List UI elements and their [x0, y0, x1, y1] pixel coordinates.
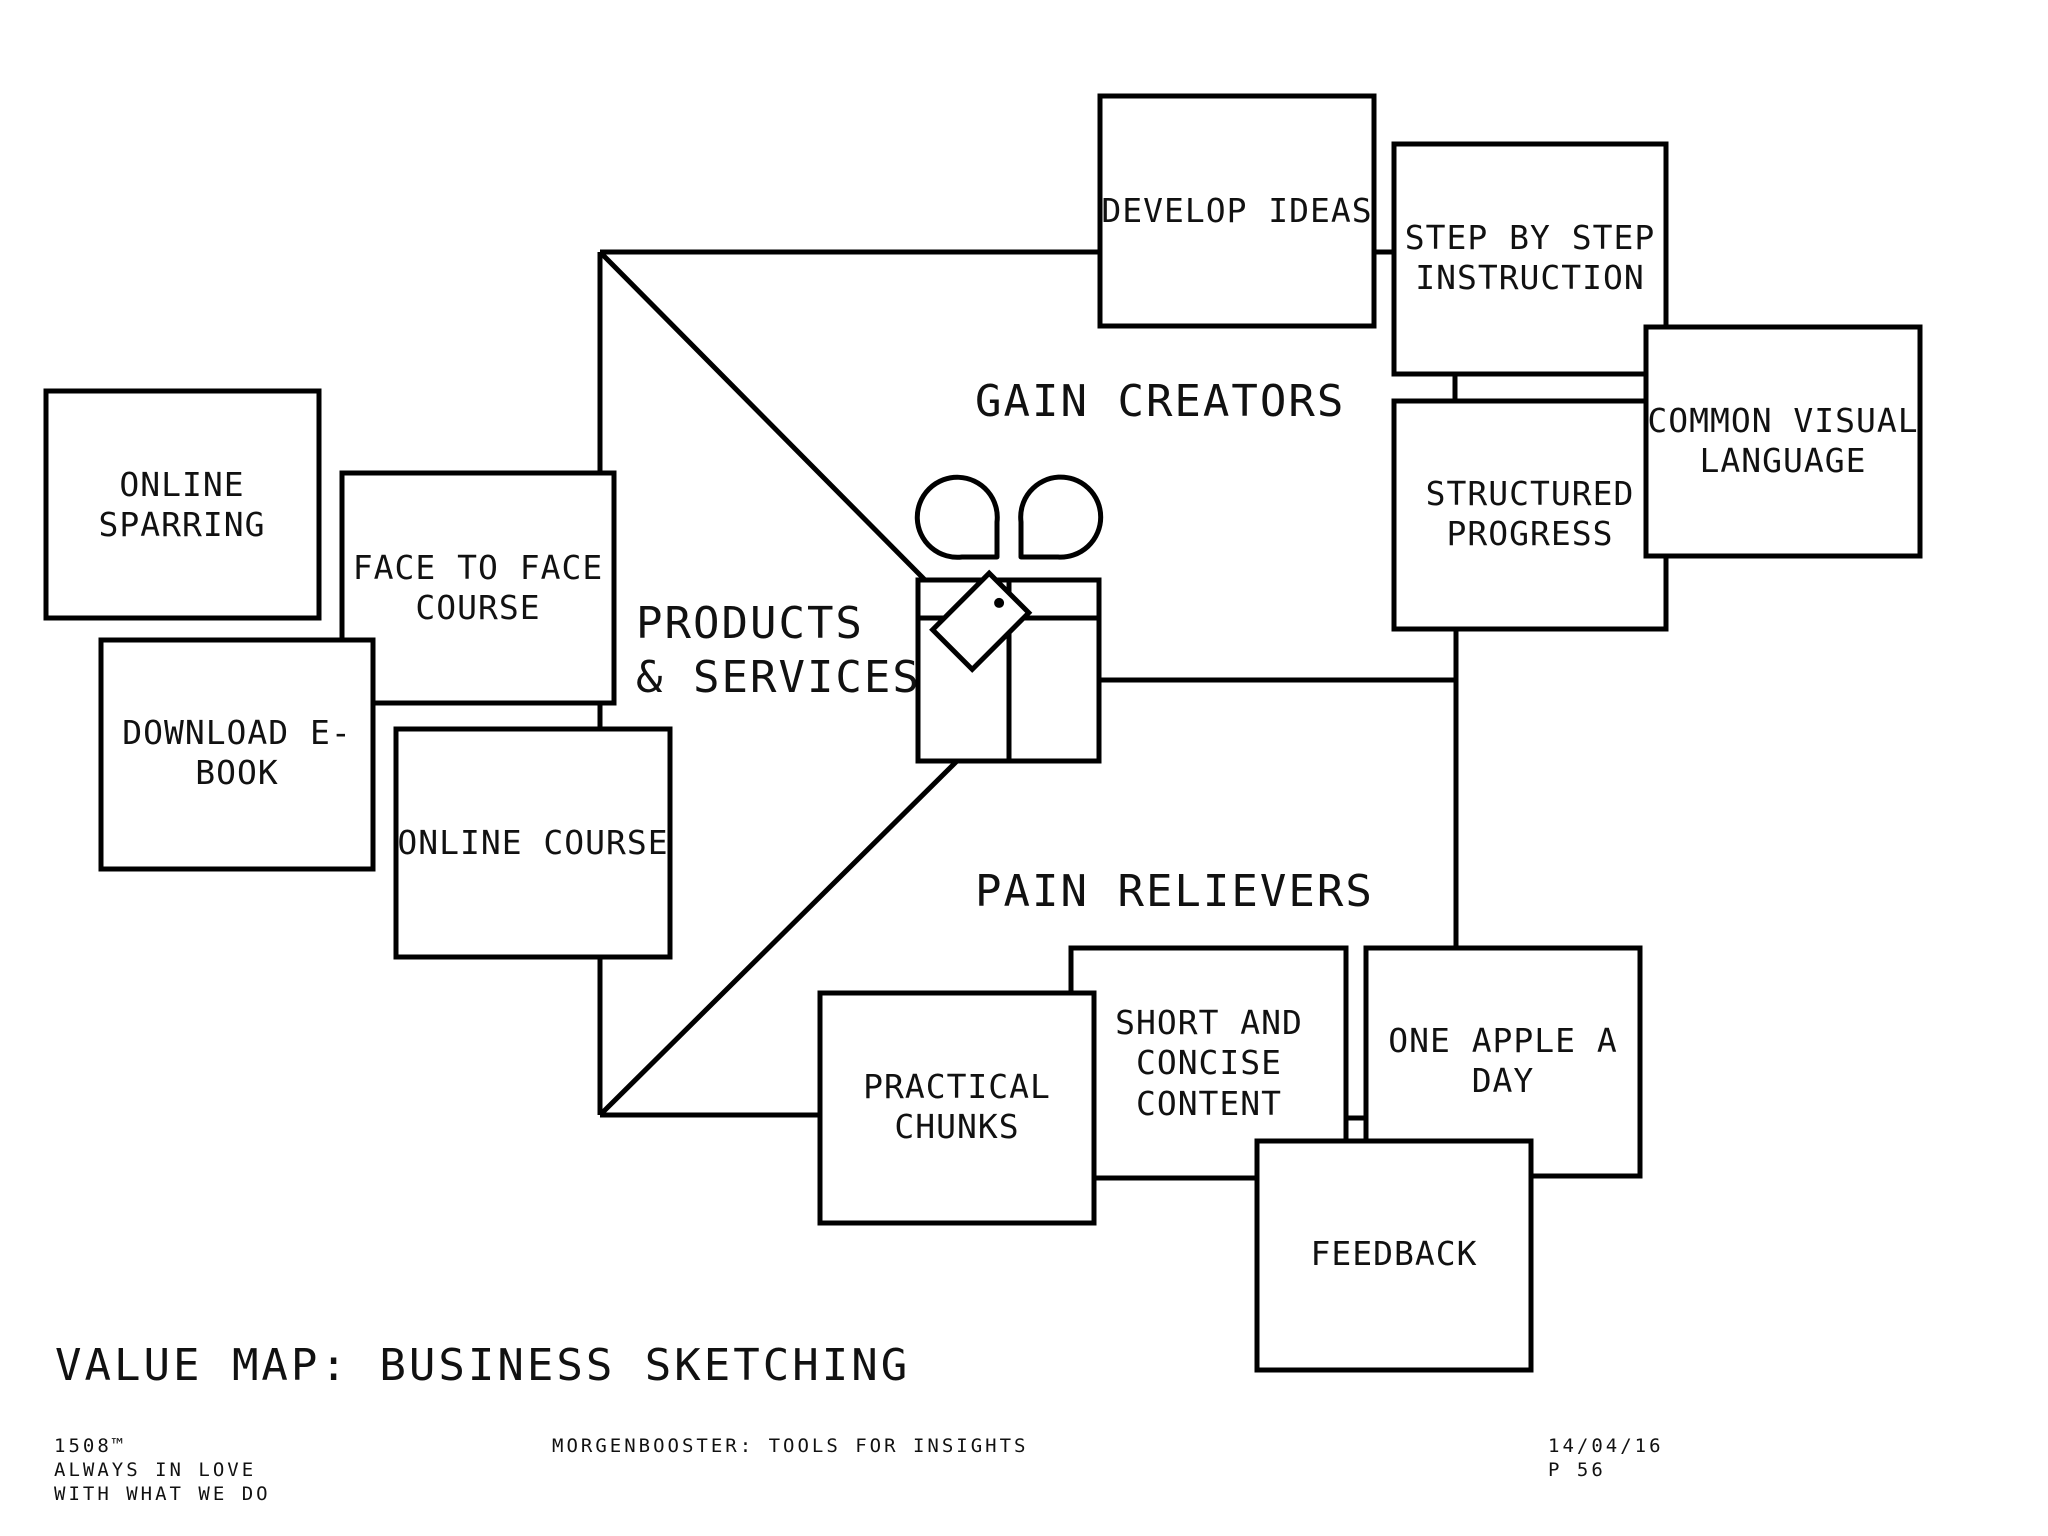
step-by-step-line-2: INSTRUCTION	[1415, 258, 1645, 297]
footer-date: 14/04/16	[1548, 1435, 1664, 1457]
box-common-visual-language: COMMON VISUAL LANGUAGE	[1643, 324, 1923, 559]
box-one-apple-a-day: ONE APPLE A DAY	[1363, 945, 1643, 1179]
footer: 1508™ ALWAYS IN LOVE WITH WHAT WE DO MOR…	[54, 1435, 1664, 1505]
pain-relievers-heading: PAIN RELIEVERS	[975, 866, 1374, 917]
common-visual-line-2: LANGUAGE	[1700, 441, 1867, 480]
step-by-step-line-1: STEP BY STEP	[1405, 218, 1655, 257]
box-online-course: ONLINE COURSE	[393, 726, 673, 960]
online-sparring-line-1: ONLINE	[119, 465, 244, 504]
short-concise-line-2: CONCISE	[1136, 1043, 1282, 1082]
structured-progress-line-1: STRUCTURED	[1426, 474, 1635, 513]
short-concise-line-3: CONTENT	[1136, 1084, 1282, 1123]
footer-brand-line-2: ALWAYS IN LOVE	[54, 1459, 256, 1481]
face-to-face-line-1: FACE TO FACE	[353, 548, 603, 587]
connector-lines	[597, 249, 1459, 1121]
practical-chunks-line-1: PRACTICAL	[863, 1067, 1051, 1106]
footer-brand-line-1: 1508™	[54, 1435, 126, 1457]
common-visual-line-1: COMMON VISUAL	[1647, 401, 1918, 440]
box-download-ebook: DOWNLOAD E- BOOK	[98, 637, 376, 872]
one-apple-line-1: ONE APPLE A	[1388, 1021, 1618, 1060]
footer-brand-line-3: WITH WHAT WE DO	[54, 1483, 271, 1505]
structured-progress-line-2: PROGRESS	[1447, 514, 1614, 553]
download-ebook-line-2: BOOK	[195, 753, 278, 792]
short-concise-line-1: SHORT AND	[1115, 1003, 1303, 1042]
online-sparring-line-2: SPARRING	[99, 505, 266, 544]
box-online-sparring: ONLINE SPARRING	[43, 388, 322, 621]
page-title: VALUE MAP: BUSINESS SKETCHING	[55, 1340, 910, 1391]
online-course-line-1: ONLINE COURSE	[397, 823, 668, 862]
develop-ideas-line-1: DEVELOP IDEAS	[1101, 191, 1372, 230]
one-apple-line-2: DAY	[1472, 1061, 1535, 1100]
footer-center-text: MORGENBOOSTER: TOOLS FOR INSIGHTS	[552, 1435, 1029, 1457]
download-ebook-line-1: DOWNLOAD E-	[122, 713, 352, 752]
feedback-line-1: FEEDBACK	[1311, 1234, 1478, 1273]
gain-creators-heading: GAIN CREATORS	[975, 376, 1345, 427]
box-develop-ideas: DEVELOP IDEAS	[1097, 93, 1377, 329]
gift-icon	[914, 474, 1104, 764]
box-face-to-face-course: FACE TO FACE COURSE	[339, 470, 617, 706]
edge-diagonal-upper	[598, 250, 927, 582]
box-short-and-concise: SHORT AND CONCISE CONTENT	[1068, 945, 1349, 1181]
practical-chunks-line-2: CHUNKS	[894, 1107, 1019, 1146]
box-structured-progress: STRUCTURED PROGRESS	[1391, 398, 1669, 632]
box-step-by-step: STEP BY STEP INSTRUCTION	[1391, 141, 1669, 377]
box-feedback: FEEDBACK	[1254, 1138, 1534, 1373]
products-services-line-1: PRODUCTS	[636, 598, 864, 649]
box-practical-chunks: PRACTICAL CHUNKS	[817, 990, 1097, 1226]
footer-page-number: P 56	[1548, 1459, 1606, 1481]
edge-diagonal-lower	[598, 758, 960, 1117]
products-services-heading: PRODUCTS & SERVICES	[636, 598, 921, 703]
face-to-face-line-2: COURSE	[415, 588, 540, 627]
products-services-line-2: & SERVICES	[636, 652, 921, 703]
